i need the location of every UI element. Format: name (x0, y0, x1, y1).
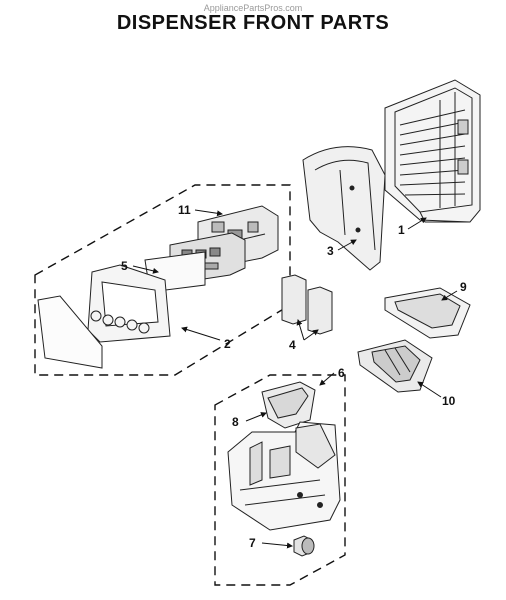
callout-1: 1 (398, 223, 405, 237)
part-drip-tray-9 (384, 287, 471, 339)
callout-4: 4 (289, 338, 296, 352)
callout-9: 9 (460, 280, 467, 294)
part-trim-3 (302, 146, 386, 271)
callout-6: 6 (338, 366, 345, 380)
callout-8: 8 (232, 415, 239, 429)
part-funnel-8 (261, 381, 316, 429)
part-dispenser-housing (227, 421, 341, 531)
part-panel-frame (87, 264, 171, 343)
part-frame-1 (384, 79, 481, 223)
callout-7: 7 (249, 536, 256, 550)
part-actuator-7 (293, 535, 315, 557)
page-title: DISPENSER FRONT PARTS (116, 12, 390, 34)
leader-lines (132, 209, 458, 549)
callout-2: 2 (224, 337, 231, 351)
callout-10: 10 (442, 394, 456, 408)
callout-11: 11 (178, 203, 191, 217)
watermark: AppliancePartsPros.com (203, 3, 303, 13)
part-pads-4 (281, 274, 333, 335)
callout-5: 5 (121, 259, 128, 273)
callout-3: 3 (327, 244, 334, 258)
group-outline-dispenser-housing (214, 374, 346, 586)
part-grille-10 (357, 339, 433, 393)
part-front-plate (37, 295, 103, 369)
